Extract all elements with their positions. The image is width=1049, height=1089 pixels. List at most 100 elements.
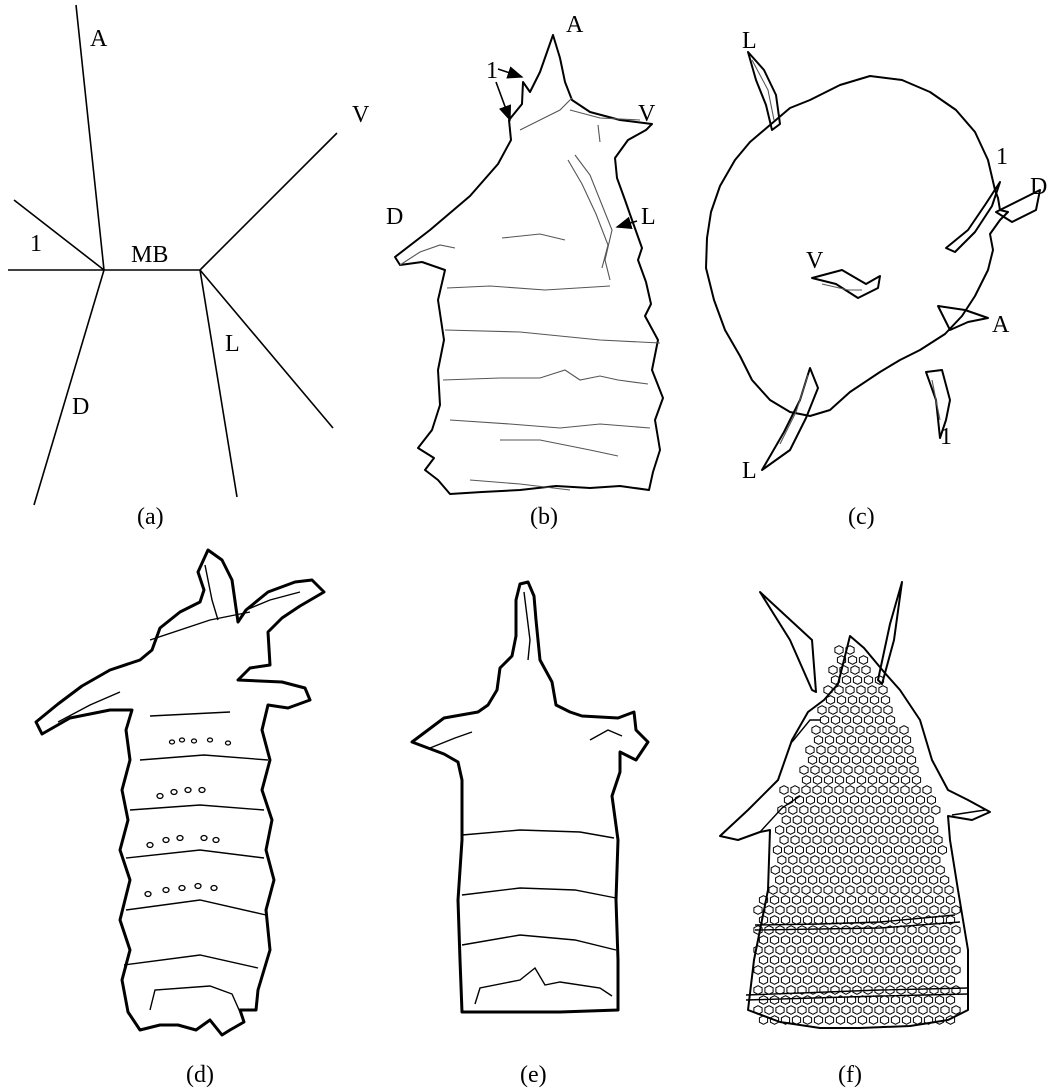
mesh-cell (770, 956, 778, 965)
mesh-cell (892, 866, 900, 875)
mesh-cell (853, 906, 861, 915)
label-c-D: D (1030, 174, 1047, 200)
mesh-cell (880, 1016, 888, 1025)
mesh-cell (890, 836, 898, 845)
mesh-cell (814, 956, 822, 965)
mesh-cell (825, 976, 833, 985)
caption-e: (e) (520, 1062, 547, 1088)
mesh-cell (787, 946, 795, 955)
mesh-cell (776, 876, 784, 885)
mesh-cell (859, 656, 867, 665)
mesh-cell (934, 886, 942, 895)
mesh-cell (792, 936, 800, 945)
mesh-cell (908, 946, 916, 955)
panel-f: (f) (720, 582, 990, 1088)
mesh-cell (903, 866, 911, 875)
mesh-cell (886, 906, 894, 915)
mesh-cell (919, 966, 927, 975)
mesh-cell (831, 986, 839, 995)
mesh-cell (848, 656, 856, 665)
mesh-cell (850, 746, 858, 755)
mesh-cell (837, 696, 845, 705)
mesh-cell (780, 786, 788, 795)
mesh-cell (934, 836, 942, 845)
mesh-cell (891, 936, 899, 945)
mesh-cell (941, 986, 949, 995)
mesh-cell (881, 696, 889, 705)
mesh-cell (781, 936, 789, 945)
mesh-cell (811, 856, 819, 865)
mesh-cell (803, 956, 811, 965)
mesh-cell (825, 1016, 833, 1025)
mesh-cell (802, 836, 810, 845)
mesh-cell (781, 956, 789, 965)
mesh-cell (770, 976, 778, 985)
mesh-cell (802, 776, 810, 785)
mesh-cell (912, 786, 920, 795)
mesh-cell (842, 826, 850, 835)
mesh-cell (848, 696, 856, 705)
mesh-cell (869, 1016, 877, 1025)
mesh-cell (930, 946, 938, 955)
mesh-cell (781, 896, 789, 905)
mesh-cell (861, 746, 869, 755)
mesh-cell (817, 746, 825, 755)
mesh-cell (759, 976, 767, 985)
label-c-L-bottom: L (742, 458, 757, 484)
label-b-D: D (386, 204, 403, 230)
mesh-cell (809, 966, 817, 975)
mesh-cell (941, 876, 949, 885)
mesh-cell (869, 996, 877, 1005)
mesh-cell (879, 776, 887, 785)
mesh-cell (864, 946, 872, 955)
mesh-cell (897, 1006, 905, 1015)
mesh-cell (823, 726, 831, 735)
mesh-cell (875, 1006, 883, 1015)
mesh-cell (885, 756, 893, 765)
mesh-cell (835, 836, 843, 845)
mesh-cell (824, 776, 832, 785)
mesh-cell (866, 806, 874, 815)
mesh-cell (879, 786, 887, 795)
mesh-cell (902, 976, 910, 985)
mesh-cell (870, 816, 878, 825)
mesh-cell (853, 986, 861, 995)
mesh-cell (835, 886, 843, 895)
mesh-cell (864, 1006, 872, 1015)
mesh-cell (842, 716, 850, 725)
mesh-cell (818, 706, 826, 715)
mesh-cell (925, 816, 933, 825)
mesh-cell (798, 876, 806, 885)
mesh-cell (880, 956, 888, 965)
mesh-cell (910, 856, 918, 865)
mesh-cell (877, 806, 885, 815)
mesh-cell (803, 936, 811, 945)
mesh-cell (859, 866, 867, 875)
mesh-cell (877, 766, 885, 775)
mesh-cell (802, 786, 810, 795)
mesh-cell (874, 756, 882, 765)
caption-d: (d) (186, 1062, 214, 1088)
mesh-cell (858, 896, 866, 905)
mesh-cell (914, 816, 922, 825)
mesh-cell (855, 856, 863, 865)
mesh-cell (879, 886, 887, 895)
mesh-cell (840, 706, 848, 715)
mesh-cell (886, 826, 894, 835)
mesh-cell (910, 806, 918, 815)
mesh-cell (894, 846, 902, 855)
mesh-cell (857, 786, 865, 795)
mesh-cell (842, 676, 850, 685)
label-c-A: A (992, 312, 1010, 338)
mesh-cell (864, 716, 872, 725)
mesh-cell (803, 976, 811, 985)
mesh-cell (899, 766, 907, 775)
mesh-cell (829, 706, 837, 715)
mesh-cell (858, 1016, 866, 1025)
mesh-cell (784, 846, 792, 855)
mesh-cell (776, 986, 784, 995)
mesh-cell (793, 866, 801, 875)
mesh-cell (875, 826, 883, 835)
mesh-cell (869, 736, 877, 745)
mesh-cell (831, 1006, 839, 1015)
